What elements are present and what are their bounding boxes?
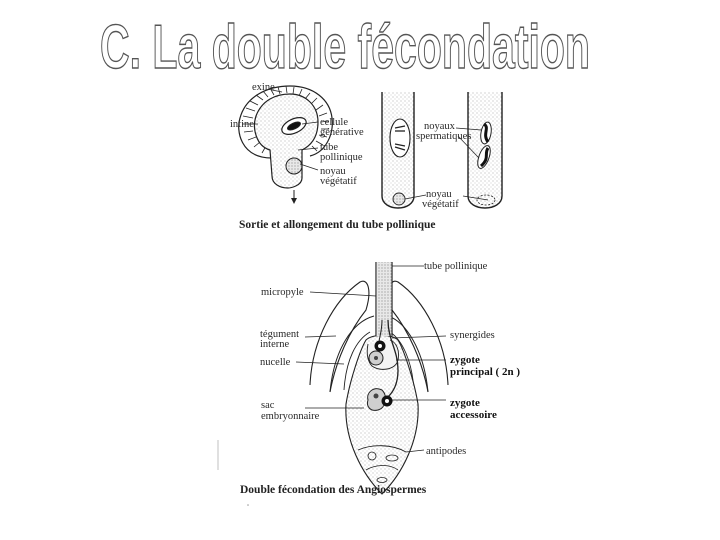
label-sac-embryonnaire-2: embryonnaire (261, 411, 320, 422)
label-zygote-principal-2: principal ( 2n ) (450, 366, 520, 378)
label-noyau-vegetatif-tube-1: noyau (426, 189, 452, 200)
pollen-grain-drawing (238, 85, 333, 204)
pollen-tubes-drawing (381, 92, 503, 209)
label-tegument-interne-2: interne (260, 339, 290, 350)
label-sac-embryonnaire-1: sac (261, 400, 275, 411)
caption-top: Sortie et allongement du tube pollinique (239, 219, 436, 231)
ovule-drawing (217, 262, 449, 506)
label-zygote-accessoire-2: accessoire (450, 409, 497, 421)
caption-bottom: Double fécondation des Angiospermes (240, 484, 427, 496)
label-antipodes: antipodes (426, 446, 467, 457)
label-zygote-accessoire-1: zygote (450, 397, 480, 409)
label-noyau-vegetatif-tube-2: végétatif (422, 199, 459, 210)
label-zygote-principal-1: zygote (450, 354, 480, 366)
label-cellule-generative-2: générative (320, 127, 364, 138)
label-noyau-vegetatif-2: végétatif (320, 176, 357, 187)
label-exine: exine (252, 82, 275, 93)
label-tube-pollinique-2: pollinique (320, 152, 363, 163)
label-intine: intine (230, 119, 254, 130)
label-noyaux-spermatiques-1: noyaux (424, 121, 455, 132)
label-tube-pollinique-1: tube (320, 142, 339, 153)
label-micropyle: micropyle (261, 287, 304, 298)
label-cellule-generative-1: cellule (320, 117, 348, 128)
label-noyaux-spermatiques-2: spermatiques (416, 131, 472, 142)
label-nucelle: nucelle (260, 357, 291, 368)
label-synergides: synergides (450, 330, 495, 341)
label-tegument-interne-1: tégument (260, 329, 300, 340)
label-noyau-vegetatif-1: noyau (320, 166, 346, 177)
page-title-text: C. La double fécondation (100, 14, 590, 78)
label-tube-pollinique: tube pollinique (424, 261, 488, 272)
page-title: C. La double fécondation (0, 14, 720, 78)
